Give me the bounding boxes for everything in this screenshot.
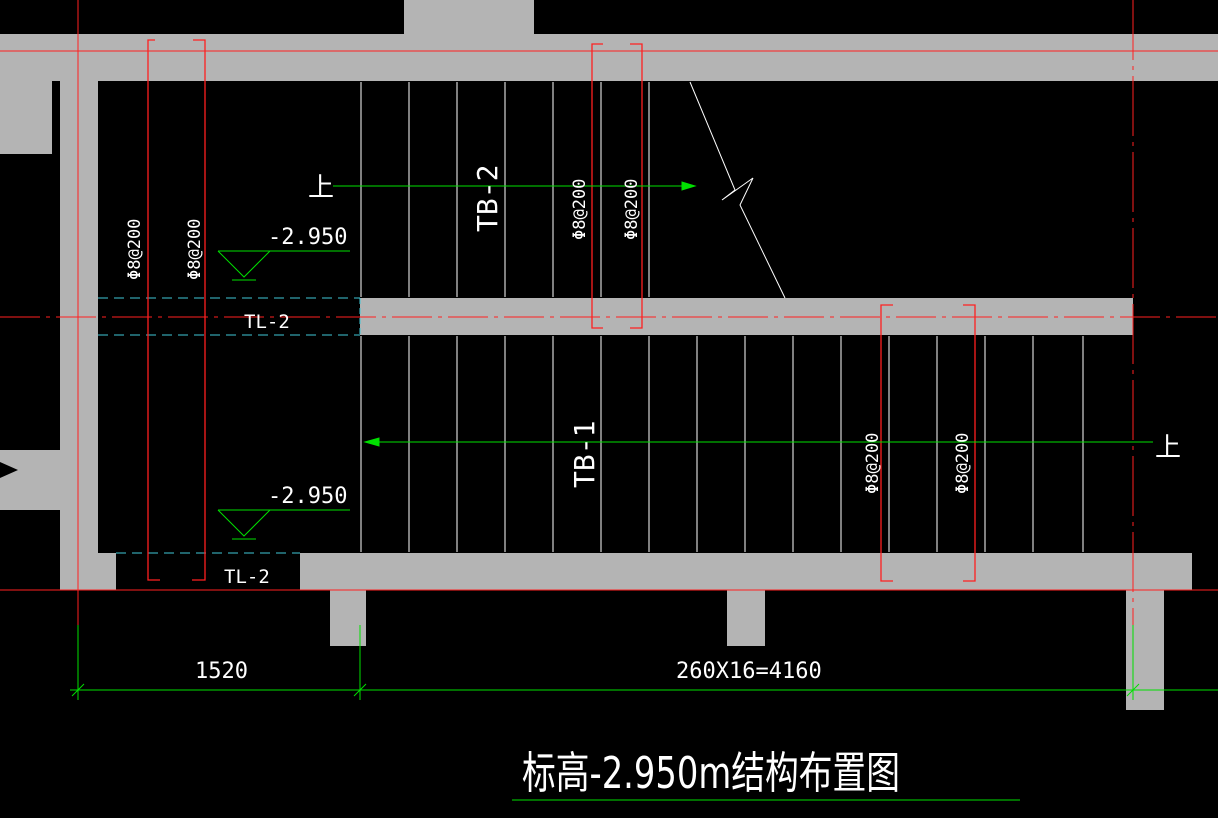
upper-elevation-symbol <box>217 250 272 278</box>
tb2-treads <box>360 82 650 297</box>
rebar-tb2-2: Φ8@200 <box>622 179 642 240</box>
left-stub-a <box>0 450 60 510</box>
elevation-lower-text: -2.950 <box>268 484 347 509</box>
tb2-label: TB-2 <box>471 165 504 232</box>
tb1-treads <box>360 336 1084 552</box>
upper-arrow-head <box>681 181 697 191</box>
walls <box>0 0 1218 710</box>
rebar-left-1: Φ8@200 <box>125 219 145 280</box>
lower-up-mark: 上 <box>1155 433 1181 463</box>
top-wall <box>0 34 1218 81</box>
tl2-upper-label: TL-2 <box>244 311 290 333</box>
left-outer-wall <box>0 34 52 154</box>
axis-lines <box>0 0 1218 700</box>
rebar-tb1-1: Φ8@200 <box>863 433 883 494</box>
rebar-tb2-1: Φ8@200 <box>570 179 590 240</box>
drawing-title: 标高-2.950m结构布置图 <box>522 748 900 799</box>
bottom-wall-right <box>300 553 1192 590</box>
left-rebar-bracket-2 <box>192 39 206 581</box>
dimension-tick-3 <box>1126 683 1140 697</box>
left-wall <box>60 34 98 590</box>
dimension-tick-2 <box>353 683 367 697</box>
elevation-upper-text: -2.950 <box>268 225 347 250</box>
labels: TB-2 TB-1 TL-2 TL-2 Φ8@200 Φ8@200 Φ8@200… <box>125 165 1181 799</box>
tb1-label: TB-1 <box>568 421 601 488</box>
rebar-tb1-2: Φ8@200 <box>953 433 973 494</box>
break-line <box>689 81 786 299</box>
dimension-tick-1 <box>71 683 85 697</box>
left-rebar-bracket-1 <box>147 39 160 581</box>
tl2-lower-label: TL-2 <box>224 566 270 588</box>
bottom-pier-1 <box>330 590 366 646</box>
hidden-beams <box>98 297 361 591</box>
tb1-rebar-bracket-1 <box>880 304 893 582</box>
upper-up-mark: 上 <box>308 173 334 203</box>
bottom-wall-left <box>60 553 116 590</box>
dimension-flight-text: 260X16=4160 <box>676 659 822 684</box>
direction-arrows <box>333 181 1153 447</box>
dimension-line <box>70 625 1218 700</box>
lower-arrow-head <box>363 437 380 447</box>
dimension-landing-text: 1520 <box>195 659 248 684</box>
left-stub-notch <box>0 462 18 478</box>
tb1-rebar-bracket-2 <box>963 304 976 582</box>
rebar-left-2: Φ8@200 <box>185 219 205 280</box>
lower-elevation-symbol <box>217 509 272 537</box>
bottom-pier-2 <box>727 590 765 646</box>
elevation-markers <box>217 250 350 540</box>
top-column <box>404 0 534 36</box>
